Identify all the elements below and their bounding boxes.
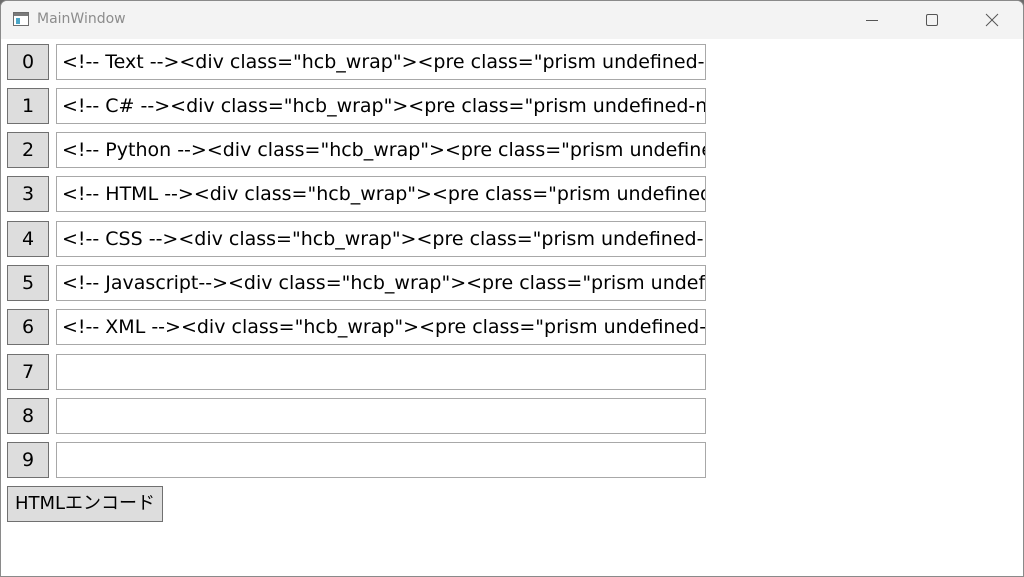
row-2-button[interactable]: 2 xyxy=(7,132,49,168)
main-content: 0 <!-- Text --><div class="hcb_wrap"><pr… xyxy=(1,39,1023,576)
row-4-button[interactable]: 4 xyxy=(7,221,49,257)
app-window-icon xyxy=(13,12,29,26)
row-0-textbox[interactable]: <!-- Text --><div class="hcb_wrap"><pre … xyxy=(56,44,706,80)
row-5-button[interactable]: 5 xyxy=(7,265,49,301)
row-7-textbox[interactable] xyxy=(56,354,706,390)
row-3-button[interactable]: 3 xyxy=(7,176,49,212)
minimize-icon xyxy=(866,20,878,21)
maximize-button[interactable] xyxy=(903,1,963,39)
row-9-textbox[interactable] xyxy=(56,442,706,478)
row-3-textbox[interactable]: <!-- HTML --><div class="hcb_wrap"><pre … xyxy=(56,176,706,212)
row-0-button[interactable]: 0 xyxy=(7,44,49,80)
row-7-button[interactable]: 7 xyxy=(7,354,49,390)
minimize-button[interactable] xyxy=(843,1,903,39)
row-8-button[interactable]: 8 xyxy=(7,398,49,434)
row-1-textbox[interactable]: <!-- C# --><div class="hcb_wrap"><pre cl… xyxy=(56,88,706,124)
row-9-button[interactable]: 9 xyxy=(7,442,49,478)
html-encode-button[interactable]: HTMLエンコード xyxy=(7,486,163,522)
row-6-textbox[interactable]: <!-- XML --><div class="hcb_wrap"><pre c… xyxy=(56,309,706,345)
row-5-textbox[interactable]: <!-- Javascript--><div class="hcb_wrap">… xyxy=(56,265,706,301)
row-6-button[interactable]: 6 xyxy=(7,309,49,345)
close-button[interactable] xyxy=(963,1,1023,39)
window-title: MainWindow xyxy=(37,11,126,27)
row-1-button[interactable]: 1 xyxy=(7,88,49,124)
close-icon xyxy=(985,13,999,27)
title-bar[interactable]: MainWindow xyxy=(1,1,1023,39)
row-4-textbox[interactable]: <!-- CSS --><div class="hcb_wrap"><pre c… xyxy=(56,221,706,257)
maximize-icon xyxy=(926,14,938,26)
row-8-textbox[interactable] xyxy=(56,398,706,434)
row-2-textbox[interactable]: <!-- Python --><div class="hcb_wrap"><pr… xyxy=(56,132,706,168)
